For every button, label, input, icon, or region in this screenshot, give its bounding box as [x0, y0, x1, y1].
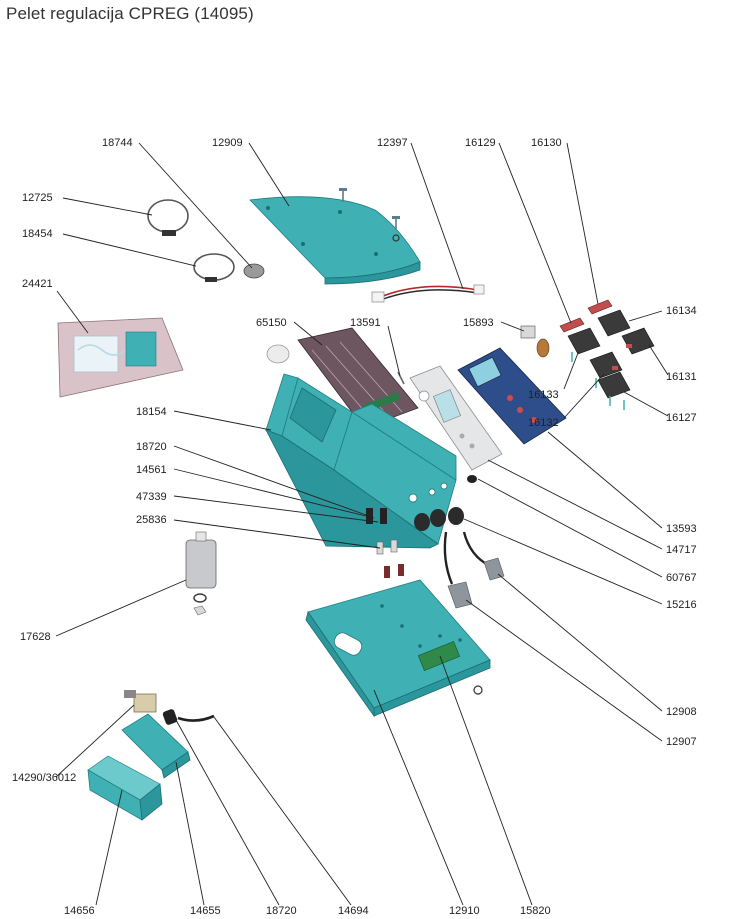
label-47339: 47339	[136, 491, 167, 503]
connector-strips-16129-16130	[559, 299, 613, 333]
cable-glands	[366, 507, 464, 531]
display-pcb-13593	[457, 347, 567, 445]
label-13593: 13593	[666, 523, 697, 535]
label-16131: 16131	[666, 371, 697, 383]
label-12909: 12909	[212, 137, 243, 149]
bracket-14655	[121, 713, 191, 779]
cables-12907-12908	[443, 531, 505, 609]
label-18720-bottom: 18720	[266, 905, 297, 917]
base-plate-12910	[305, 579, 491, 718]
sensor-cable-14694	[162, 709, 215, 725]
parts-bag-24421	[57, 317, 184, 398]
connector-14290-36012	[124, 690, 157, 713]
label-12397: 12397	[377, 137, 408, 149]
label-12910: 12910	[449, 905, 480, 917]
label-14656: 14656	[64, 905, 95, 917]
standoff-13591	[397, 371, 405, 385]
label-15216: 15216	[666, 599, 697, 611]
label-16133: 16133	[528, 389, 559, 401]
relay-15893	[520, 325, 550, 358]
screw-icon	[339, 188, 400, 242]
label-14717: 14717	[666, 544, 697, 556]
label-17628: 17628	[20, 631, 51, 643]
housing-18154	[265, 373, 457, 549]
label-18720-top: 18720	[136, 441, 167, 453]
cable-ring-12725	[147, 199, 189, 236]
label-16134: 16134	[666, 305, 697, 317]
label-18744: 18744	[102, 137, 133, 149]
label-16130: 16130	[531, 137, 562, 149]
label-15893: 15893	[463, 317, 494, 329]
label-60767: 60767	[666, 572, 697, 584]
capacitor-17628	[185, 531, 217, 616]
label-16132: 16132	[528, 417, 559, 429]
cover-14656	[87, 755, 163, 821]
page-title: Pelet regulacija CPREG (14095)	[6, 4, 254, 23]
sensor-cable-18454	[193, 253, 235, 282]
label-14290-36012: 14290/36012	[12, 772, 76, 784]
label-65150: 65150	[256, 317, 287, 329]
terminal-blocks	[567, 309, 655, 410]
knob-60767	[467, 475, 477, 483]
label-13591: 13591	[350, 317, 381, 329]
ribbon-cable-12397	[371, 284, 485, 303]
label-24421: 24421	[22, 278, 53, 290]
front-foil-14717	[409, 365, 503, 471]
label-12908: 12908	[666, 706, 697, 718]
label-18454: 18454	[22, 228, 53, 240]
label-14655: 14655	[190, 905, 221, 917]
label-25836: 25836	[136, 514, 167, 526]
label-12907: 12907	[666, 736, 697, 748]
label-12725: 12725	[22, 192, 53, 204]
label-16127: 16127	[666, 412, 697, 424]
label-16129: 16129	[465, 137, 496, 149]
label-14694: 14694	[338, 905, 369, 917]
label-18154: 18154	[136, 406, 167, 418]
label-14561: 14561	[136, 464, 167, 476]
spacer-65150	[266, 344, 290, 364]
part-number-labels: 18744 12909 12397 16129 16130 12725 1845…	[12, 137, 697, 917]
sensor-18744	[243, 263, 265, 279]
label-15820: 15820	[520, 905, 551, 917]
leader-lines	[55, 142, 669, 906]
